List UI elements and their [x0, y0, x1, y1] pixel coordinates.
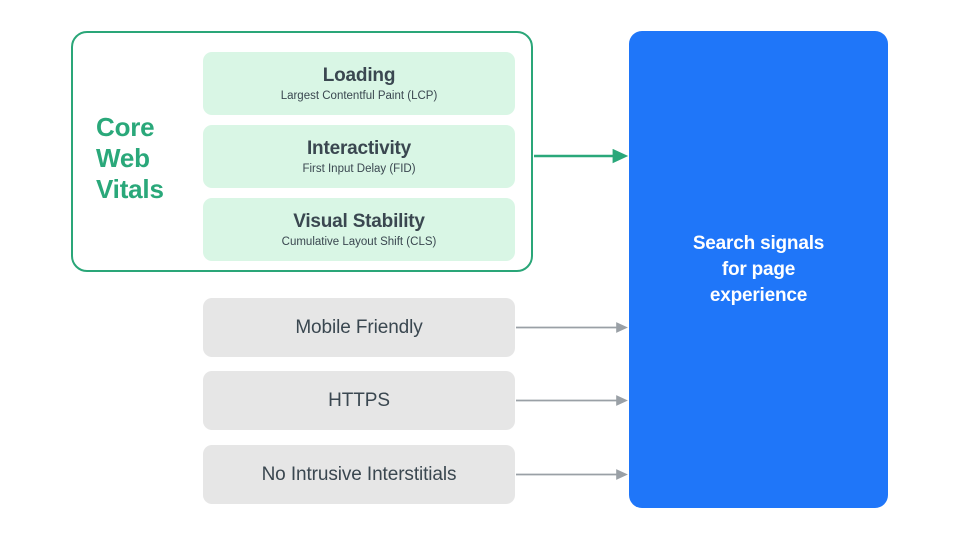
search-signals-panel-label: Search signals for page experience [692, 232, 825, 306]
metric-card-interactivity[interactable]: Interactivity First Input Delay (FID) [203, 125, 515, 188]
metric-subtitle: Largest Contentful Paint (LCP) [280, 89, 438, 102]
core-web-vitals-group [71, 31, 533, 272]
signal-https[interactable]: HTTPS [203, 371, 515, 430]
signal-title: Mobile Friendly [295, 316, 423, 338]
metric-card-loading[interactable]: Loading Largest Contentful Paint (LCP) [203, 52, 515, 115]
metric-title: Interactivity [306, 137, 412, 159]
signal-title: HTTPS [328, 389, 390, 411]
search-signals-panel[interactable]: Search signals for page experience [629, 31, 888, 508]
signal-no-intrusive-interstitials[interactable]: No Intrusive Interstitials [203, 445, 515, 504]
metric-subtitle: Cumulative Layout Shift (CLS) [281, 235, 437, 248]
core-web-vitals-group-label: Core Web Vitals [96, 112, 164, 204]
metric-subtitle: First Input Delay (FID) [302, 162, 416, 175]
metric-title: Visual Stability [293, 210, 425, 232]
signal-title: No Intrusive Interstitials [261, 463, 457, 485]
signal-mobile-friendly[interactable]: Mobile Friendly [203, 298, 515, 357]
metric-title: Loading [322, 64, 396, 86]
metric-card-visual-stability[interactable]: Visual Stability Cumulative Layout Shift… [203, 198, 515, 261]
